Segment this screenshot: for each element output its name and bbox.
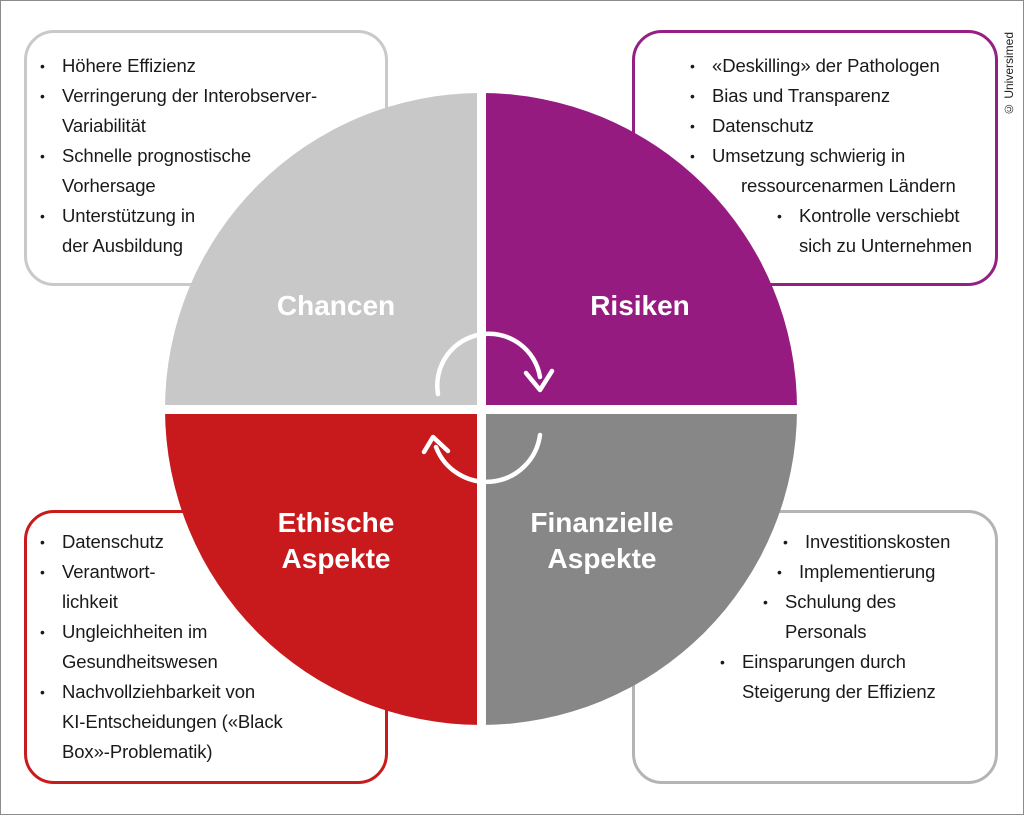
list-item: sich zu Unternehmen <box>799 235 972 256</box>
list-item: Personals <box>785 621 867 642</box>
finanzen-label-line1: Finanzielle <box>530 507 673 538</box>
chancen-quadrant <box>165 93 481 409</box>
ethik-label-line1: Ethische <box>278 507 395 538</box>
list-item: Implementierung <box>777 557 950 587</box>
list-item: «Deskilling» der Pathologen <box>690 51 972 81</box>
risiken-quadrant <box>481 93 797 409</box>
list-item: Bias und Transparenz <box>690 81 972 111</box>
risiken-label: Risiken <box>590 290 690 321</box>
list-item: Nachvollziehbarkeit von <box>40 677 283 707</box>
list-item: Datenschutz <box>690 111 972 141</box>
list-item: Box»-Problematik) <box>62 741 213 762</box>
finanzen-label-line2: Aspekte <box>548 543 657 574</box>
list-item: Einsparungen durch <box>720 647 950 677</box>
list-item: Datenschutz <box>40 527 283 557</box>
list-item: Verantwort- <box>40 557 283 587</box>
list-item: Vorhersage <box>62 175 156 196</box>
list-item: ressourcenarmen Ländern <box>741 175 956 196</box>
ethik-label-line2: Aspekte <box>282 543 391 574</box>
list-item: Kontrolle verschiebt <box>777 201 972 231</box>
list-item: Schulung des <box>763 587 950 617</box>
copyright-notice: © Universimed <box>1002 31 1016 116</box>
finanzen-quadrant <box>481 409 797 725</box>
list-item: Ungleichheiten im <box>40 617 283 647</box>
horizontal-divider <box>160 405 802 414</box>
list-item: Umsetzung schwierig in <box>690 141 972 171</box>
list-item: Gesundheitswesen <box>62 651 218 672</box>
ethik-quadrant <box>165 409 481 725</box>
list-item: KI-Entscheidungen («Black <box>62 711 283 732</box>
list-item: lichkeit <box>62 591 118 612</box>
list-item: Steigerung der Effizienz <box>742 681 936 702</box>
list-item: der Ausbildung <box>62 235 184 256</box>
risiken-list: «Deskilling» der Pathologen Bias und Tra… <box>690 51 972 261</box>
list-item: Höhere Effizienz <box>40 51 317 81</box>
finanzen-list: Investitionskosten Implementierung Schul… <box>720 527 950 707</box>
cycle-arrows-icon <box>421 331 555 485</box>
list-item: Schnelle prognostische <box>40 141 317 171</box>
list-item: Variabilität <box>62 115 146 136</box>
list-item: Investitionskosten <box>783 527 950 557</box>
list-item: Unterstützung in <box>40 201 317 231</box>
list-item: Verringerung der Interobserver- <box>40 81 317 111</box>
chancen-list: Höhere Effizienz Verringerung der Intero… <box>40 51 317 261</box>
ethik-list: Datenschutz Verantwort- lichkeit Ungleic… <box>40 527 283 767</box>
chancen-label: Chancen <box>277 290 395 321</box>
